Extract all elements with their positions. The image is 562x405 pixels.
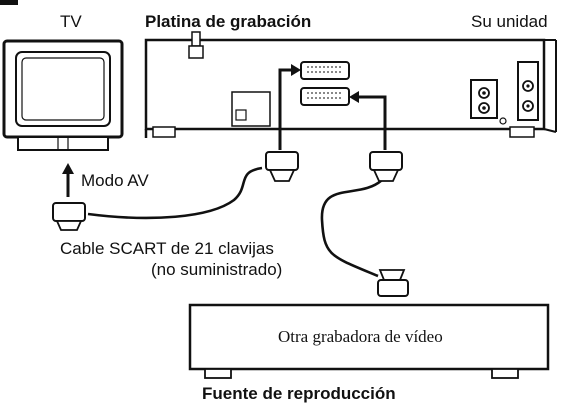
other-vcr-box [188, 303, 550, 379]
other-vcr-label: Otra grabadora de vídeo [278, 327, 443, 346]
playback-source-label: Fuente de reproducción [202, 384, 396, 403]
recording-deck-panel [144, 31, 557, 138]
scart-cables [87, 166, 383, 278]
scart-plug-4 [377, 269, 409, 297]
av-mode-label: Modo AV [81, 171, 149, 190]
scart-socket-1 [300, 61, 350, 80]
tv-label: TV [60, 12, 82, 31]
cable-label-line1: Cable SCART de 21 clavijas [60, 239, 274, 258]
av-mode-arrow-icon [62, 163, 74, 174]
scart-plug-2 [369, 151, 403, 182]
scart-socket-2 [300, 87, 350, 106]
tv-icon [2, 39, 124, 151]
scart-plug-3 [52, 202, 86, 231]
your-unit-label: Su unidad [471, 12, 548, 31]
cable-label-line2: (no suministrado) [151, 260, 283, 279]
scart-plug-1 [265, 151, 299, 182]
recording-deck-label: Platina de grabación [145, 12, 312, 31]
signal-arrows [62, 64, 387, 197]
header-bar-fragment [0, 0, 18, 5]
